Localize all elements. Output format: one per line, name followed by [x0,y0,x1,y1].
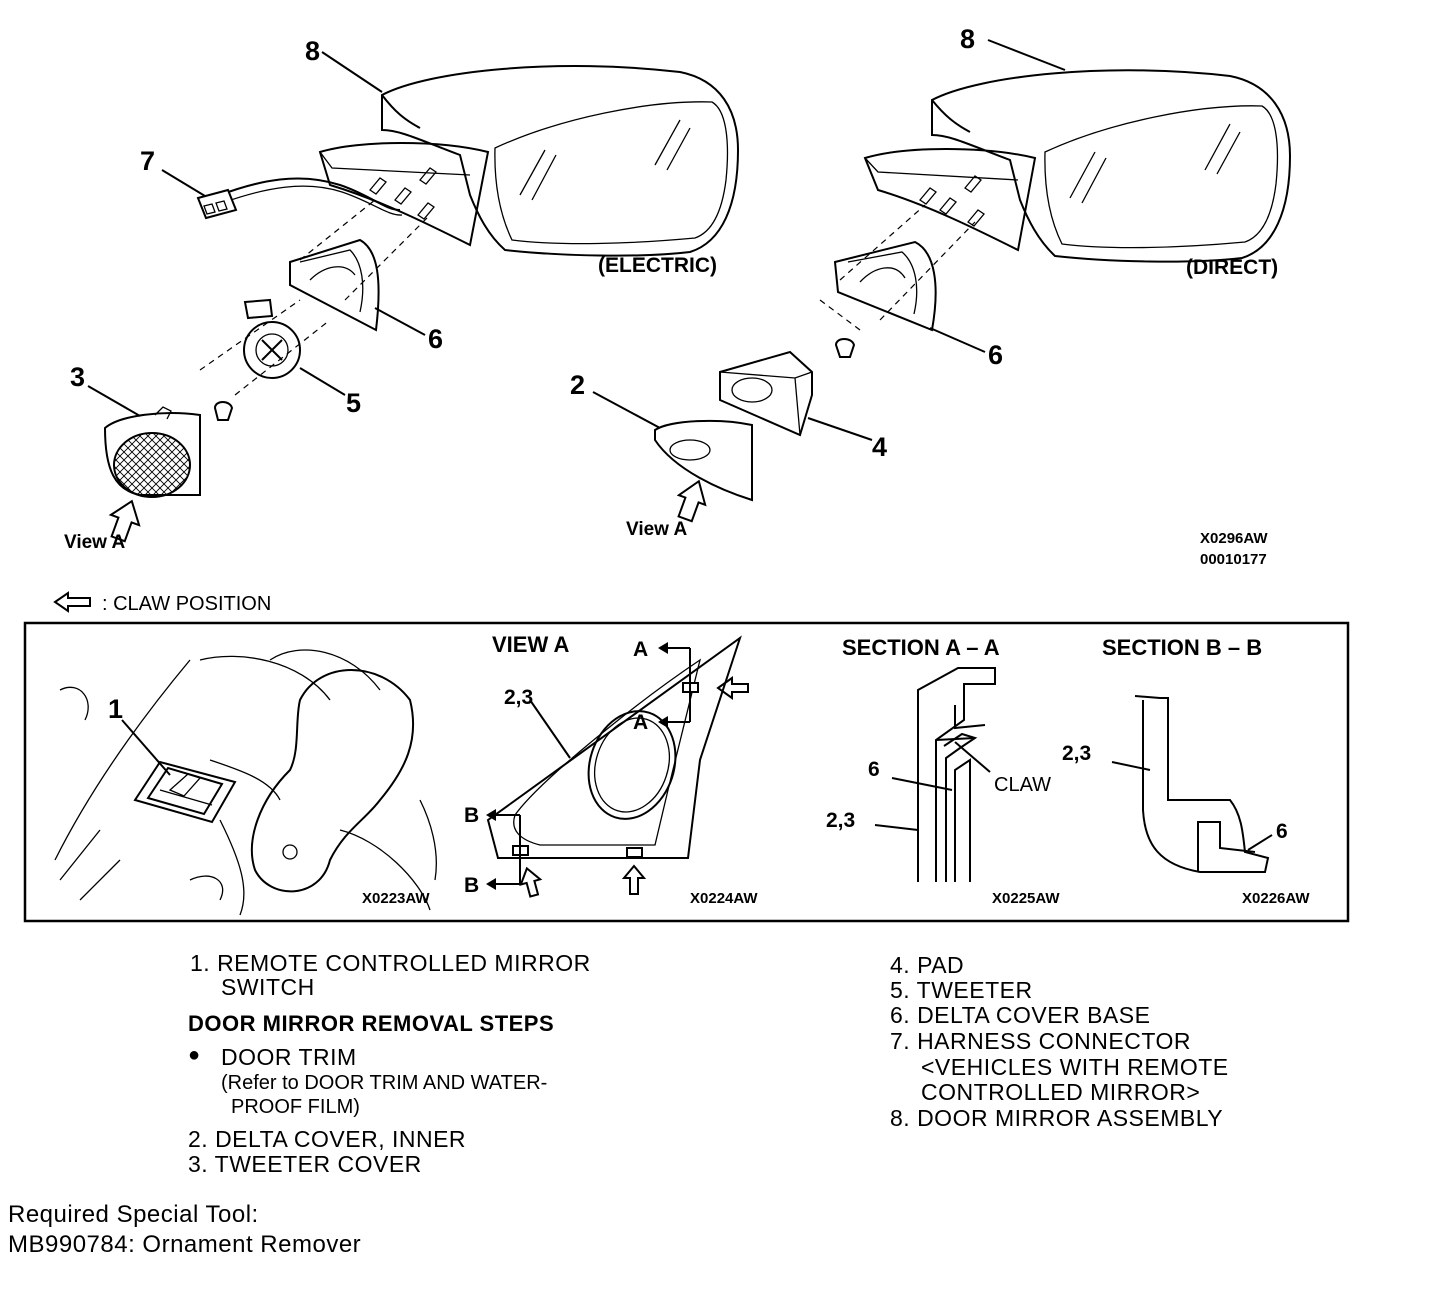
part-2: 2. DELTA COVER, INNER [188,1126,467,1152]
callout-8-direct: 8 [960,24,975,54]
electric-mirror-illustration [87,51,740,543]
step-door-trim: DOOR TRIM [221,1044,357,1070]
part-1-line2: SWITCH [221,974,315,1000]
part-5: 5. TWEETER [890,977,1033,1003]
view-a-illustration [486,635,749,898]
part-7-line2: <VEHICLES WITH REMOTE [921,1054,1229,1080]
interior-switch-illustration [54,649,437,916]
callout-1: 1 [108,694,123,724]
section-b-marker-bottom: B [464,874,479,897]
callout-4: 4 [872,432,887,462]
bullet-icon: ● [188,1044,201,1066]
callout-6-direct: 6 [988,340,1003,370]
part-8: 8. DOOR MIRROR ASSEMBLY [890,1105,1224,1131]
step-door-trim-ref1: (Refer to DOOR TRIM AND WATER- [221,1072,548,1094]
step-door-trim-ref2: PROOF FILM) [231,1096,360,1118]
code-x0225aw: X0225AW [992,890,1060,907]
section-a-marker-top: A [633,638,648,661]
code-x0226aw: X0226AW [1242,890,1310,907]
part-1-line1: 1. REMOTE CONTROLLED MIRROR [190,950,591,976]
section-bb-title: SECTION B – B [1102,635,1262,660]
claw-arrow-icon [53,591,91,613]
part-4: 4. PAD [890,952,965,978]
section-aa-part-6: 6 [868,758,880,781]
section-b-marker-top: B [464,804,479,827]
part-7-line1: 7. HARNESS CONNECTOR [890,1028,1191,1054]
claw-label: CLAW [994,774,1051,796]
callout-6-electric: 6 [428,324,443,354]
callout-8-electric: 8 [305,36,320,66]
part-3: 3. TWEETER COVER [188,1151,422,1177]
electric-label: (ELECTRIC) [598,254,717,277]
figure-code: X0296AW [1200,530,1268,547]
part-7-line3: CONTROLLED MIRROR> [921,1079,1201,1105]
removal-steps-title: DOOR MIRROR REMOVAL STEPS [188,1011,555,1036]
direct-label: (DIRECT) [1186,256,1278,279]
view-a-title: VIEW A [492,632,570,657]
mirror-removal-diagram: 8 7 6 5 3 (ELECTRIC) View A 8 6 4 2 [23,24,1350,923]
detail-panel-frame [23,621,1350,923]
callout-7: 7 [140,146,155,176]
view-a-label-right: View A [626,519,688,540]
section-bb-part-6: 6 [1276,820,1288,843]
section-aa-title: SECTION A – A [842,635,1000,660]
code-x0223aw: X0223AW [362,890,430,907]
special-tool-heading: Required Special Tool: [8,1201,259,1228]
section-aa-part-23: 2,3 [826,809,855,832]
section-aa-illustration [874,667,996,882]
figure-number: 00010177 [1200,551,1267,568]
special-tool-name: MB990784: Ornament Remover [8,1231,362,1258]
direct-mirror-illustration [592,39,1292,523]
callout-3: 3 [70,362,85,392]
section-bb-part-23: 2,3 [1062,742,1091,765]
section-bb-illustration [1111,695,1273,873]
callout-2: 2 [570,370,585,400]
view-a-part-label: 2,3 [504,686,533,709]
code-x0224aw: X0224AW [690,890,758,907]
claw-position-legend: : CLAW POSITION [102,593,271,615]
view-a-label-left: View A [64,532,126,553]
section-a-marker-bottom: A [633,711,648,734]
part-6: 6. DELTA COVER BASE [890,1002,1151,1028]
callout-5: 5 [346,388,361,418]
